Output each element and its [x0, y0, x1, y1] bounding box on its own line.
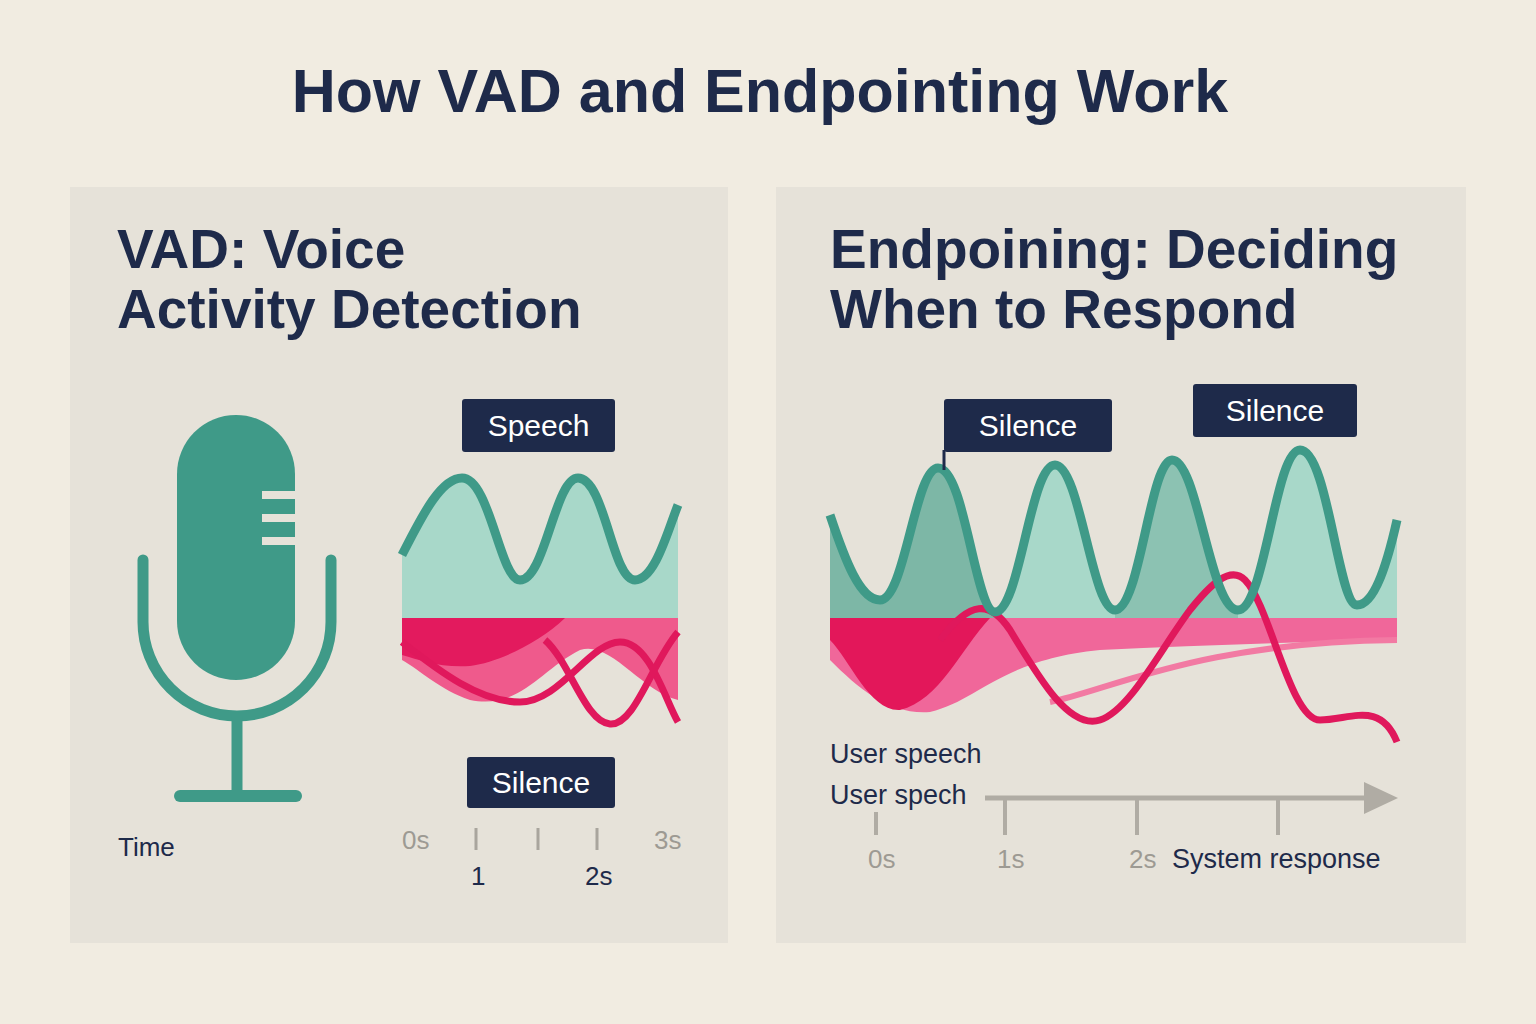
tag-box: Silence	[1193, 384, 1357, 437]
track-label: User spech	[830, 782, 967, 809]
panel-heading: Endpoining: Deciding When to Respond	[830, 219, 1430, 339]
axis-title: Time	[118, 834, 175, 860]
tag-label: Silence	[492, 768, 590, 798]
tag-label: Silence	[1226, 396, 1324, 426]
tag-label: Speech	[488, 411, 590, 441]
tick-label: 1	[471, 863, 485, 889]
tag-box: Silence	[944, 399, 1112, 452]
tick-label: 2s	[1129, 846, 1156, 872]
panel: Endpoining: Deciding When to RespondSile…	[776, 187, 1466, 943]
tick-label: 0s	[402, 827, 429, 853]
tick-label: 1s	[997, 846, 1024, 872]
tag-box: Silence	[467, 757, 615, 808]
tick-label: 3s	[654, 827, 681, 853]
panel: VAD: Voice Activity DetectionSpeechSilen…	[70, 187, 728, 943]
tick-label: 2s	[585, 863, 612, 889]
track-label: User speech	[830, 741, 982, 768]
panel-heading: VAD: Voice Activity Detection	[117, 219, 617, 339]
axis-note: System response	[1172, 846, 1381, 873]
tag-box: Speech	[462, 399, 615, 452]
tag-label: Silence	[979, 411, 1077, 441]
page-title: How VAD and Endpointing Work	[0, 58, 1520, 125]
tick-label: 0s	[868, 846, 895, 872]
